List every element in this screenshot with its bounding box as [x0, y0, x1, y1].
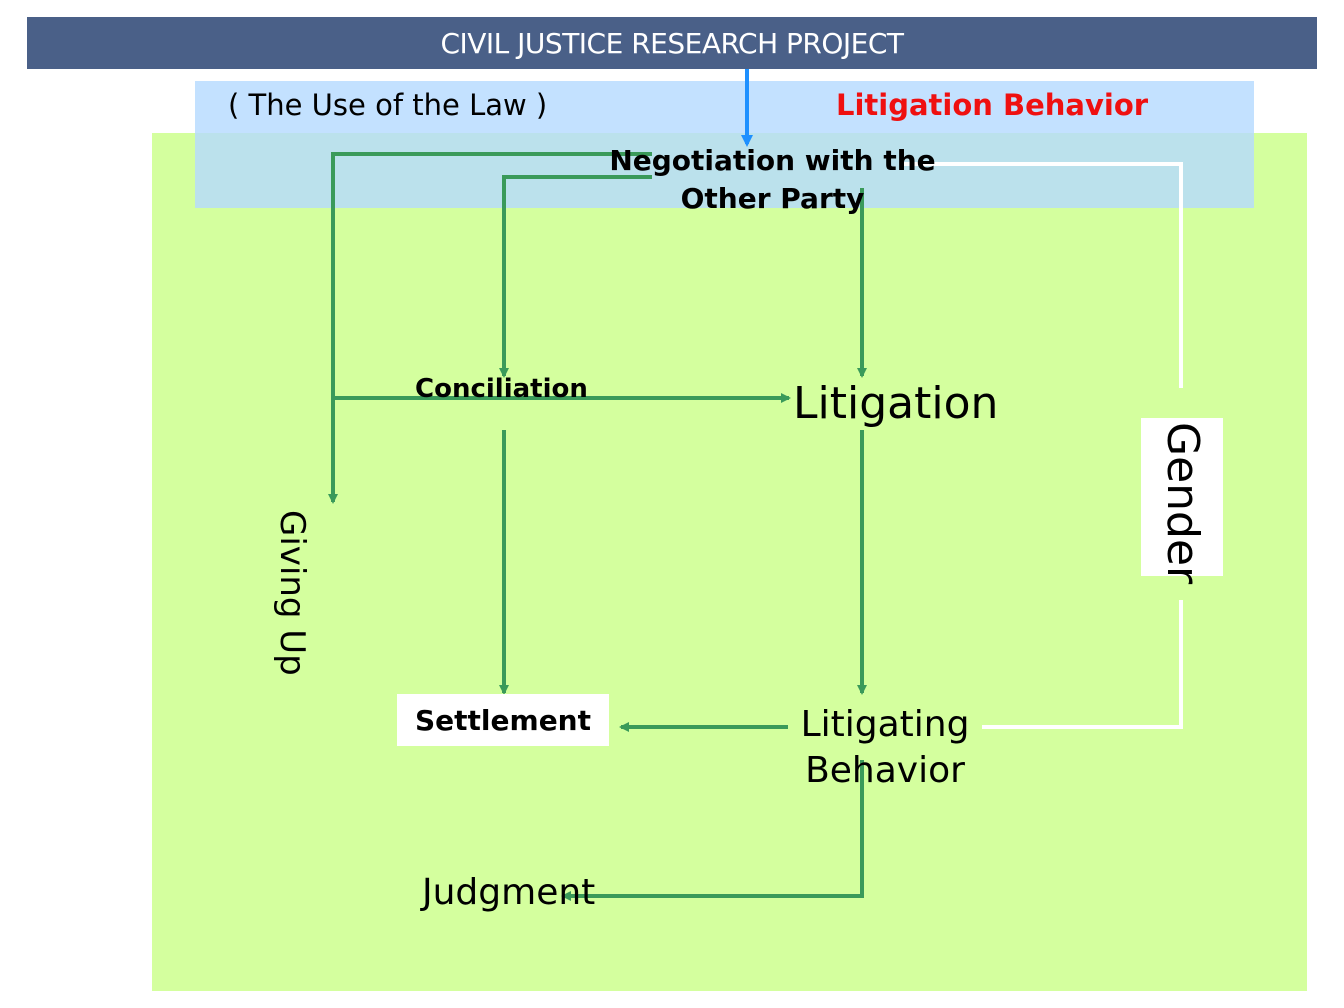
- node-settlement: Settlement: [415, 704, 591, 737]
- arrow-negotiation-to-giving-up: [328, 152, 652, 504]
- subtitle-use-of-law: ( The Use of the Law ): [228, 88, 548, 122]
- arrow-litigating-behavior-to-judgment: [561, 760, 864, 901]
- arrow-negotiation-to-conciliation: [499, 175, 652, 378]
- node-giving-up: Giving Up: [272, 510, 312, 676]
- node-litigating-behavior: Litigating Behavior: [800, 704, 970, 791]
- subtitle-band: [195, 81, 1254, 208]
- subtitle-litigation-behavior: Litigation Behavior: [836, 88, 1149, 122]
- gender-box: [1141, 418, 1223, 576]
- gender-connector-top: [900, 162, 1183, 388]
- node-conciliation: Conciliation: [415, 374, 588, 404]
- node-litigation: Litigation: [793, 378, 999, 429]
- gender-connector-bottom: [982, 600, 1183, 729]
- header-title: CIVIL JUSTICE RESEARCH PROJECT: [440, 27, 904, 60]
- diagram-panel: [152, 133, 1307, 991]
- node-judgment: Judgment: [422, 872, 596, 913]
- node-gender: Gender: [1157, 422, 1208, 585]
- node-negotiation: Negotiation with the Other Party: [609, 144, 936, 215]
- header-bar: CIVIL JUSTICE RESEARCH PROJECT: [27, 17, 1317, 69]
- settlement-box: [397, 694, 609, 746]
